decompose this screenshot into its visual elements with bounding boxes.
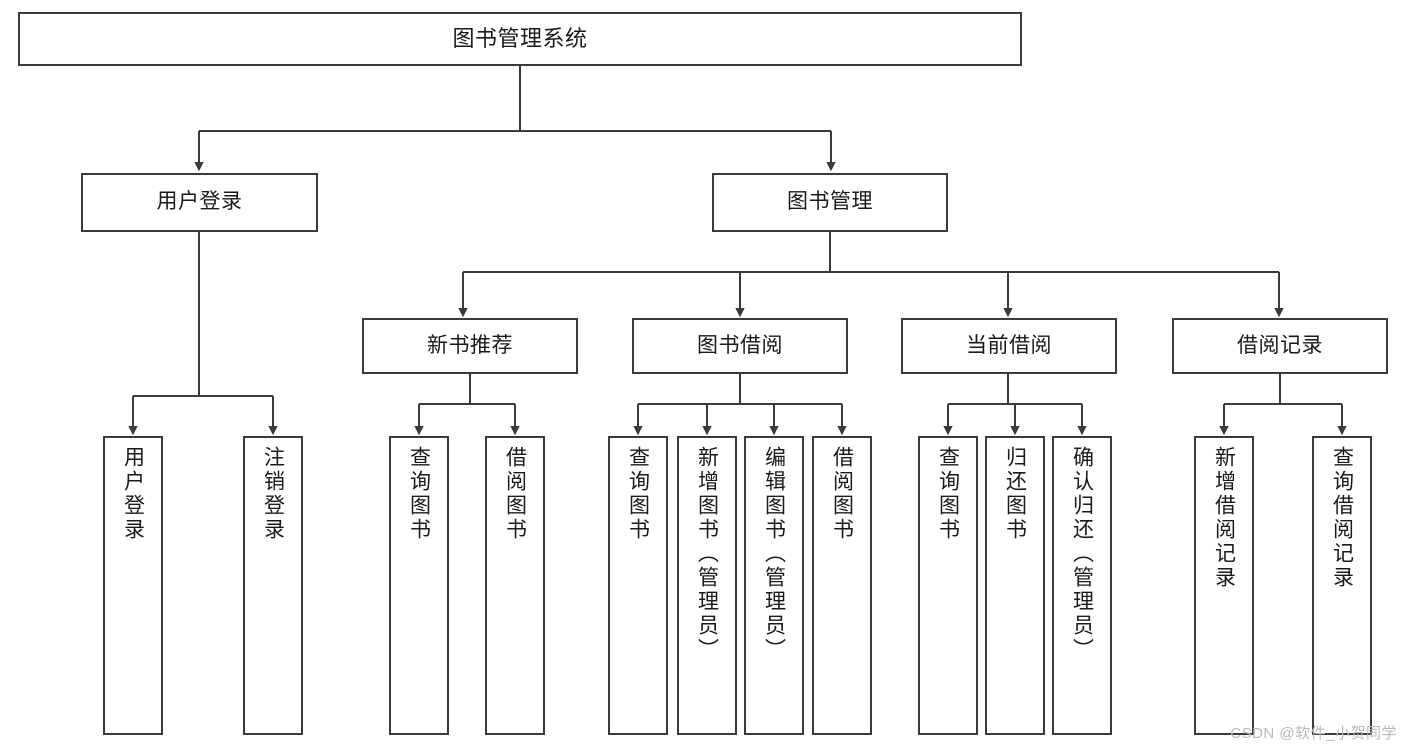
node-leaf-add-record[interactable]: 新增借阅记录 — [1194, 436, 1254, 735]
node-leaf-add-record-label: 新增借阅记录 — [1212, 446, 1236, 590]
node-current-borrow[interactable]: 当前借阅 — [901, 318, 1117, 374]
node-borrow-record[interactable]: 借阅记录 — [1172, 318, 1388, 374]
node-leaf-query-record[interactable]: 查询借阅记录 — [1312, 436, 1372, 735]
node-leaf-return-book[interactable]: 归还图书 — [985, 436, 1045, 735]
node-root-label: 图书管理系统 — [452, 26, 588, 52]
node-new-book-recommend-label: 新书推荐 — [427, 333, 513, 357]
node-leaf-confirm-return[interactable]: 确认归还（管理员） — [1052, 436, 1112, 735]
node-leaf-query-book-rec-label: 查询图书 — [407, 446, 431, 542]
node-root[interactable]: 图书管理系统 — [18, 12, 1022, 66]
node-leaf-borrow-book[interactable]: 借阅图书 — [812, 436, 872, 735]
node-leaf-return-book-label: 归还图书 — [1003, 446, 1027, 542]
node-leaf-query-book-borrow[interactable]: 查询图书 — [608, 436, 668, 735]
node-leaf-user-login-label: 用户登录 — [121, 446, 145, 542]
node-new-book-recommend[interactable]: 新书推荐 — [362, 318, 578, 374]
node-leaf-borrow-book-rec-label: 借阅图书 — [503, 446, 527, 542]
node-user-login[interactable]: 用户登录 — [81, 173, 318, 232]
node-leaf-borrow-book-label: 借阅图书 — [830, 446, 854, 542]
node-book-borrow-label: 图书借阅 — [697, 333, 783, 357]
node-leaf-edit-book-label: 编辑图书（管理员） — [762, 446, 786, 662]
node-leaf-logout-label: 注销登录 — [261, 446, 285, 542]
node-leaf-user-login[interactable]: 用户登录 — [103, 436, 163, 735]
node-leaf-logout[interactable]: 注销登录 — [243, 436, 303, 735]
node-book-management[interactable]: 图书管理 — [712, 173, 948, 232]
node-leaf-query-book-rec[interactable]: 查询图书 — [389, 436, 449, 735]
node-leaf-query-book-current[interactable]: 查询图书 — [918, 436, 978, 735]
node-leaf-confirm-return-label: 确认归还（管理员） — [1070, 446, 1094, 662]
node-leaf-query-book-borrow-label: 查询图书 — [626, 446, 650, 542]
node-leaf-query-record-label: 查询借阅记录 — [1330, 446, 1354, 590]
node-leaf-query-book-current-label: 查询图书 — [936, 446, 960, 542]
csdn-watermark: CSDN @软件_小贺同学 — [1230, 725, 1397, 742]
node-leaf-add-book-label: 新增图书（管理员） — [695, 446, 719, 662]
node-book-borrow[interactable]: 图书借阅 — [632, 318, 848, 374]
node-borrow-record-label: 借阅记录 — [1237, 333, 1323, 357]
node-book-management-label: 图书管理 — [787, 190, 873, 214]
node-leaf-add-book[interactable]: 新增图书（管理员） — [677, 436, 737, 735]
node-leaf-borrow-book-rec[interactable]: 借阅图书 — [485, 436, 545, 735]
node-leaf-edit-book[interactable]: 编辑图书（管理员） — [744, 436, 804, 735]
node-user-login-label: 用户登录 — [156, 190, 243, 214]
node-current-borrow-label: 当前借阅 — [966, 333, 1052, 357]
